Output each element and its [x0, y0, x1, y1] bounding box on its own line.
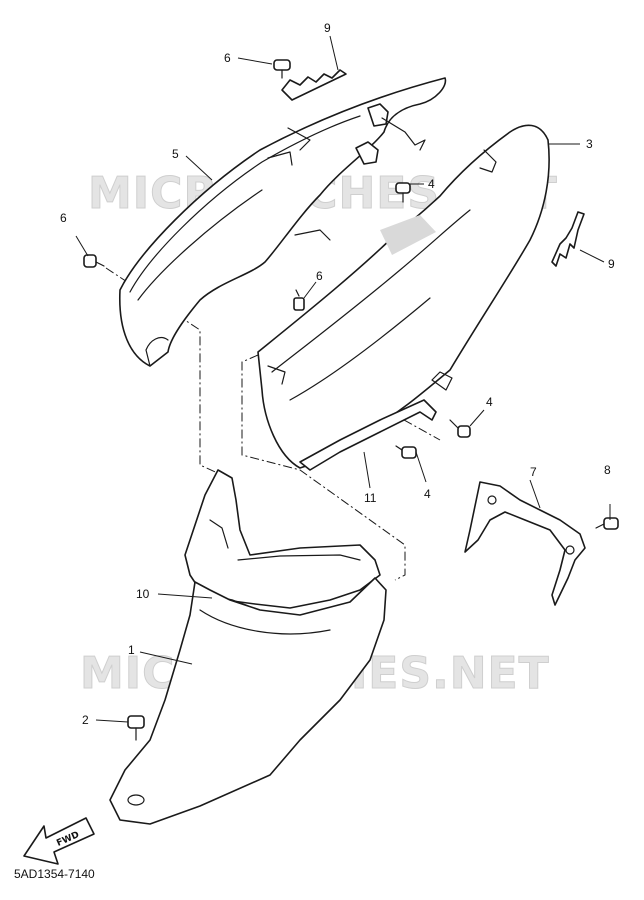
callout-4-upper: 4	[428, 177, 435, 191]
callout-6-top: 6	[224, 51, 231, 65]
fasteners	[83, 59, 619, 741]
screw-4-lower	[395, 445, 417, 459]
screw-4-middle	[449, 419, 471, 438]
callout-3: 3	[586, 137, 593, 151]
callout-10: 10	[136, 587, 150, 601]
callout-11: 11	[364, 491, 377, 505]
part-9-damper-right	[551, 211, 585, 267]
callouts: 9 6 3 5 4 6 9 6 4 4 11 7 8 10 1 2	[60, 21, 615, 727]
callout-4-lower: 4	[424, 487, 431, 501]
callout-8: 8	[604, 463, 611, 477]
part-1-lower-cover	[109, 577, 387, 825]
part-11-band	[299, 399, 437, 471]
part-7-bracket	[464, 481, 586, 606]
callout-7: 7	[530, 465, 537, 479]
callout-9-right: 9	[608, 257, 615, 271]
part-10-lower-cover-upper	[184, 469, 381, 609]
callout-4-middle: 4	[486, 395, 493, 409]
callout-9-top: 9	[324, 21, 331, 35]
callout-6-middle: 6	[316, 269, 323, 283]
callout-6-left: 6	[60, 211, 67, 225]
callout-2: 2	[82, 713, 89, 727]
screw-6-middle	[293, 289, 305, 311]
part-5-side-cover-left	[119, 77, 447, 367]
diagram-code: 5AD1354-7140	[14, 867, 95, 881]
part-9-damper-top	[281, 69, 347, 101]
screw-6-left	[83, 254, 105, 268]
screw-2	[127, 715, 145, 741]
screw-6-top	[273, 59, 291, 79]
callout-1: 1	[128, 643, 135, 657]
screw-4-upper	[395, 182, 411, 203]
callout-5: 5	[172, 147, 179, 161]
leader-lines	[75, 35, 611, 723]
screw-8	[595, 517, 619, 530]
fwd-arrow-icon: FWD	[23, 817, 95, 865]
